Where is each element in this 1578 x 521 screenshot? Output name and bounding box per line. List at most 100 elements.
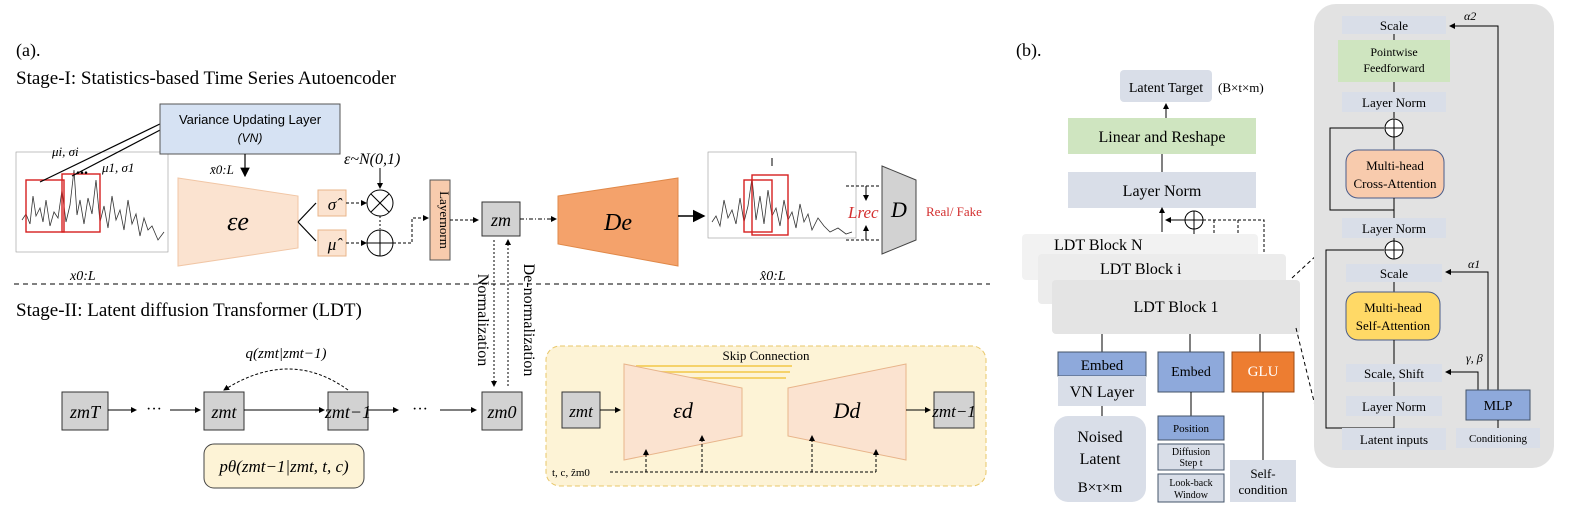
D-d: Dd <box>833 398 862 423</box>
linear-reshape-box <box>1068 118 1256 154</box>
decoder-shape <box>557 177 679 267</box>
zm-label: zm <box>490 210 511 230</box>
alpha2-arrow <box>1449 23 1499 390</box>
diffusion-step-box <box>1157 443 1225 471</box>
x-hat-label: x̂0:L <box>759 269 786 284</box>
alpha1-arrow <box>1445 269 1489 390</box>
layer-norm-b: Layer Norm <box>1123 183 1202 200</box>
position: Position <box>1173 423 1210 435</box>
diffusion-step-1: Diffusion <box>1172 447 1210 458</box>
latent-target: Latent Target <box>1129 81 1203 96</box>
z-0: zm0 <box>486 402 516 422</box>
self-attn-box <box>1345 291 1441 341</box>
conditioning: Conditioning <box>1469 433 1528 445</box>
vn-layer-box-b <box>1058 376 1146 406</box>
layer-norm-3-box <box>1346 396 1442 416</box>
layer-norm-2: Layer Norm <box>1362 221 1426 236</box>
diffusion-step-2: Step t <box>1179 458 1202 469</box>
scale-top: Scale <box>1380 18 1408 33</box>
self-condition-box <box>1230 460 1296 502</box>
discriminator-label: D <box>890 197 907 222</box>
unet-decoder-shape <box>787 363 907 461</box>
z-T: zmT <box>69 402 102 422</box>
glu: GLU <box>1248 364 1279 380</box>
mu-sigma-1: μ1, σ1 <box>101 160 134 175</box>
x-input-label: x0:L <box>69 269 96 284</box>
discriminator-shape <box>881 165 917 255</box>
scale-mid-box <box>1346 264 1442 282</box>
self-attn-2: Self-Attention <box>1356 318 1431 333</box>
stat-line-1 <box>39 121 165 183</box>
ldt-block-i: LDT Block i <box>1100 261 1182 278</box>
alpha1: α1 <box>1468 257 1480 271</box>
gamma-beta-arrow <box>1445 369 1479 390</box>
self-attn-1: Multi-head <box>1364 300 1422 315</box>
noised-latent-box <box>1054 416 1146 502</box>
pointwise-box <box>1338 40 1450 82</box>
pointwise-2: Feedforward <box>1363 61 1424 75</box>
latent-inputs-box <box>1342 428 1446 450</box>
embed2-box <box>1157 351 1225 393</box>
z-t1-box <box>327 391 369 431</box>
skip-connection-label: Skip Connection <box>722 348 810 363</box>
vn-abbrev: (VN) <box>238 131 263 145</box>
alpha2: α2 <box>1464 9 1476 23</box>
latent-target-box <box>1120 70 1212 102</box>
denormalization-label: De-normalization <box>520 264 537 377</box>
xbar-label: x̄0:L <box>209 162 234 177</box>
layer-norm-1-box <box>1342 92 1446 112</box>
linear-reshape: Linear and Reshape <box>1098 129 1225 146</box>
unet-output: zmt−1 <box>931 402 976 421</box>
latent-inputs: Latent inputs <box>1360 432 1428 447</box>
decoder-label: De <box>603 210 632 236</box>
noised-latent-2: Latent <box>1080 451 1121 468</box>
layer-norm-2-box <box>1342 218 1446 238</box>
pointwise-1: Pointwise <box>1370 45 1417 59</box>
layernorm-label: Layernorm <box>437 191 452 249</box>
loss-rec: Lrec <box>847 203 879 222</box>
noised-latent-1: Noised <box>1077 429 1122 446</box>
ldt-block-n: LDT Block N <box>1054 237 1143 254</box>
q-arrow <box>223 368 349 391</box>
panel-b-label: (b). <box>1016 40 1042 61</box>
glu-box <box>1231 351 1295 393</box>
self-condition-1: Self- <box>1250 466 1275 481</box>
mu-hat-box <box>317 229 347 257</box>
enc-to-mu <box>297 221 317 242</box>
real-fake: Real/ Fake <box>926 204 982 219</box>
conditioning-box <box>1456 428 1540 448</box>
input-time-series <box>15 151 169 253</box>
stat-line-2 <box>71 127 165 177</box>
p-theta-box <box>203 443 365 489</box>
mlp-box <box>1465 389 1531 421</box>
stage1-title: Stage-I: Statistics-based Time Series Au… <box>16 68 397 89</box>
zoom-line-top <box>1291 253 1319 279</box>
gamma-beta: γ, β <box>1466 351 1483 365</box>
residual-top <box>1329 127 1394 211</box>
layer-norm-1: Layer Norm <box>1362 95 1426 110</box>
layer-norm-3: Layer Norm <box>1362 399 1426 414</box>
encoder-label: εe <box>227 207 249 236</box>
lookback-1: Look-back <box>1169 478 1212 489</box>
scale-shift: Scale, Shift <box>1364 366 1424 381</box>
ldt-block-1-box <box>1052 280 1300 334</box>
stage2-title: Stage-II: Latent diffusion Transformer (… <box>16 300 362 321</box>
mu-sigma-i: μi, σi <box>51 144 79 159</box>
mlp: MLP <box>1484 399 1513 414</box>
panel-a-label: (a). <box>16 40 40 61</box>
latent-target-shape: (B×t×m) <box>1218 80 1264 95</box>
lookback-box <box>1157 473 1225 503</box>
ellipsis: ... <box>76 161 88 178</box>
ldt-block-1: LDT Block 1 <box>1133 299 1218 316</box>
output-time-series <box>707 151 857 239</box>
p-theta: pθ(zmt−1|zmt, t, c) <box>218 457 349 476</box>
scale-top-box <box>1342 16 1446 34</box>
z-T-box <box>61 391 109 431</box>
lookback-2: Window <box>1174 490 1209 501</box>
normalization-label: Normalization <box>474 274 491 366</box>
cross-attn-box <box>1345 149 1445 199</box>
zm-box <box>481 201 521 237</box>
cross-attn-1: Multi-head <box>1366 158 1424 173</box>
